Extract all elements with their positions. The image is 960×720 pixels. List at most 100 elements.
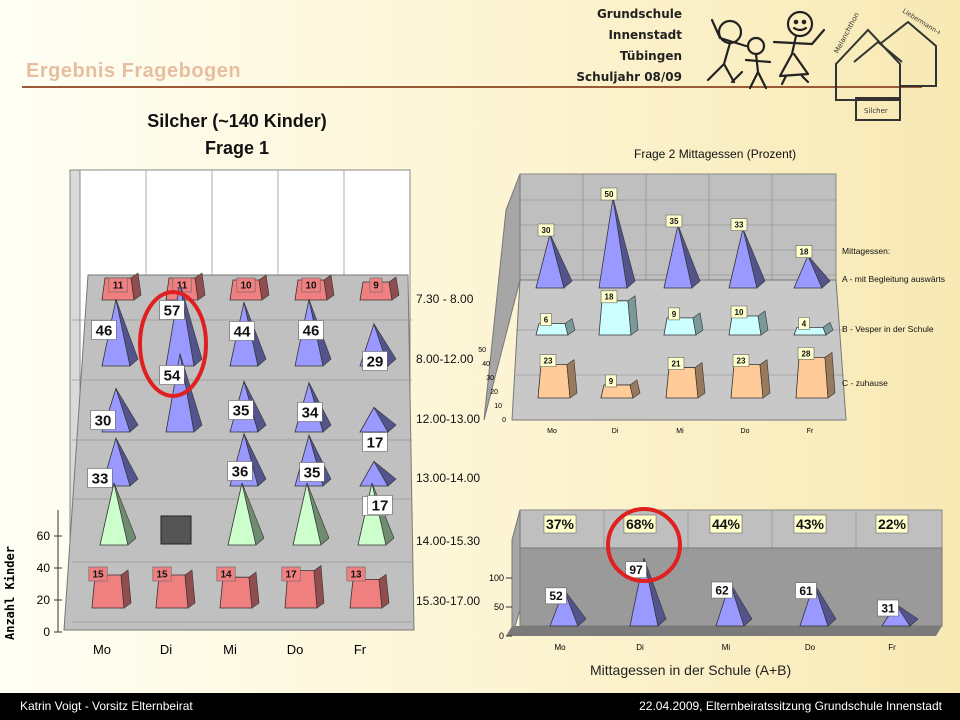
data-label-box — [298, 320, 324, 340]
chart1-x-tick-label: Fr — [354, 642, 367, 657]
chart1-row-label: 15.30-17.00 — [416, 594, 480, 608]
data-label: 62 — [715, 583, 729, 597]
data-label: 10 — [305, 281, 317, 292]
chart1-y-axis-label: Anzahl Kinder — [3, 546, 17, 640]
data-label: 9 — [609, 377, 614, 386]
chart3-x-tick-label: Do — [805, 643, 816, 652]
chart1-bar-empty — [160, 515, 192, 545]
chart3-x-tick-label: Di — [636, 643, 644, 652]
data-label-box — [281, 566, 301, 582]
data-label: 11 — [113, 281, 124, 292]
data-label-box — [301, 277, 321, 293]
data-label-box — [87, 468, 113, 488]
data-label-box — [346, 566, 366, 582]
data-label-box — [297, 402, 323, 422]
chart1-bar-side — [243, 433, 267, 487]
data-label: 15 — [92, 570, 104, 581]
chart3-bar-side — [643, 557, 667, 627]
data-label-box — [600, 290, 618, 304]
data-label: 6 — [544, 315, 549, 324]
chart1-y-tick-label: 20 — [37, 593, 51, 607]
chart2-legend-entry: C - zuhause — [842, 378, 888, 388]
chart1-bar-side — [130, 272, 142, 301]
data-label: 57 — [164, 302, 181, 319]
chart2-y-tick-label: 50 — [478, 347, 486, 354]
chart3-bar-side — [813, 583, 837, 627]
data-label: 52 — [549, 589, 563, 603]
data-label-box — [668, 307, 680, 321]
footer: Katrin Voigt - Vorsitz Elternbeirat 22.0… — [0, 693, 960, 720]
data-label-box — [540, 313, 552, 326]
chart1-x-tick-label: Mo — [93, 642, 111, 657]
data-label: 17 — [367, 434, 384, 451]
chart2-bar — [795, 356, 829, 399]
logo-label: Melanchthon — [833, 11, 861, 55]
data-label-box — [730, 218, 748, 231]
data-label-box — [875, 514, 909, 534]
data-label: 10 — [240, 281, 252, 292]
chart3-y-tick-label: 0 — [499, 631, 504, 641]
chart3-xlabel: Mittagessen in der Schule (A+B) — [590, 662, 792, 678]
chart1-bar-side — [378, 573, 390, 609]
data-label: 61 — [799, 584, 813, 598]
data-label-box — [665, 214, 683, 228]
children-drawing-icon — [706, 10, 826, 90]
data-label-box — [795, 245, 813, 258]
school-line: Tübingen — [619, 49, 682, 63]
data-label-box — [623, 514, 657, 534]
chart1-heading: Silcher (~140 Kinder) Frage 1 — [100, 108, 374, 162]
chart2-y-tick-label: 20 — [490, 389, 498, 396]
chart3-x-tick-label: Fr — [888, 643, 896, 652]
chart1-bar-side — [373, 407, 397, 433]
chart2-y-tick-label: 10 — [494, 403, 502, 410]
chart1-bar — [219, 576, 253, 609]
chart2-bar — [665, 367, 699, 399]
data-label-box — [711, 581, 733, 599]
data-label: 35 — [233, 402, 250, 419]
chart1-bar-side — [373, 461, 397, 487]
footer-left: Katrin Voigt - Vorsitz Elternbeirat — [20, 699, 193, 713]
chart2-bar-side — [566, 359, 578, 399]
chart1-bar-side — [113, 482, 137, 546]
data-label: 15 — [156, 570, 168, 581]
data-label-box — [91, 320, 117, 340]
data-label: 44 — [234, 323, 251, 340]
data-label-box — [877, 599, 899, 617]
data-label: 35 — [304, 464, 321, 481]
data-label: 30 — [95, 412, 112, 429]
data-label-box — [732, 354, 750, 367]
data-label-box — [362, 432, 388, 452]
data-label-box — [227, 461, 253, 481]
chart2-y-tick-label: 30 — [486, 375, 494, 382]
chart2-bar-side — [822, 321, 834, 336]
data-label-box — [228, 400, 254, 420]
chart3-x-tick-label: Mi — [722, 643, 731, 652]
chart1-bar — [349, 578, 383, 609]
data-label-box — [216, 566, 236, 582]
chart1-bar-side — [308, 435, 332, 487]
chart1-bar-side — [323, 274, 335, 301]
chart2-y-tick-label: 40 — [482, 361, 490, 368]
chart1-bar-side — [388, 276, 400, 301]
data-label: 33 — [92, 470, 109, 487]
data-label: 4 — [802, 319, 807, 328]
data-label-box — [709, 514, 743, 534]
chart2-legend-entry: A - mit Begleitung auswärts — [842, 274, 945, 284]
data-label-box — [369, 277, 383, 293]
data-label: 50 — [605, 190, 614, 199]
footer-right: 22.04.2009, Elternbeiratssitzung Grundsc… — [639, 699, 942, 713]
data-label-box — [88, 566, 108, 582]
chart1-bar-side — [115, 438, 139, 487]
chart2-bar-side — [627, 295, 639, 336]
data-label: 9 — [672, 310, 677, 319]
data-label-box — [730, 305, 748, 319]
data-label: 68% — [626, 516, 655, 532]
data-label-box — [159, 300, 185, 320]
chart1-bar-side — [248, 571, 260, 609]
chart2-legend-entry: B - Vesper in der Schule — [842, 324, 934, 334]
data-label-box — [236, 277, 256, 293]
data-label-box — [625, 561, 647, 579]
data-label-box — [798, 317, 810, 330]
chart1-bar-side — [194, 272, 206, 301]
